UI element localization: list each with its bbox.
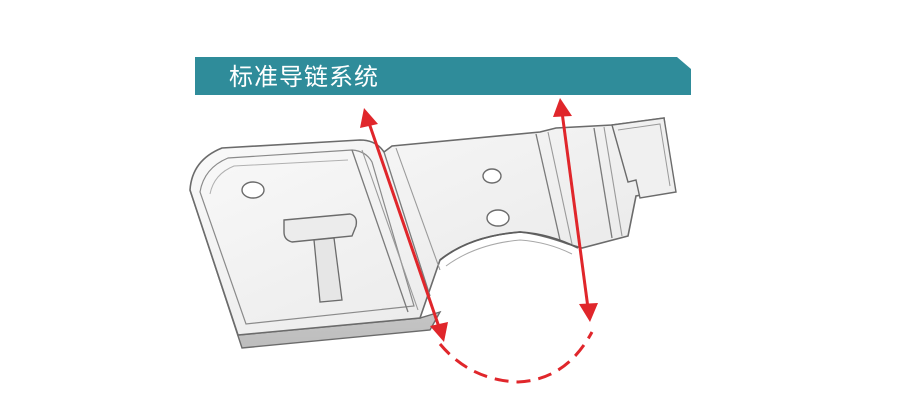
chain-path-arc — [438, 331, 594, 384]
guide-arrow-left — [360, 108, 448, 342]
banner-title: 标准导链系统 — [229, 63, 379, 91]
hole-center-bottom — [486, 209, 510, 227]
banner-shape — [195, 57, 691, 95]
title-banner: 标准导链系统 — [195, 57, 695, 97]
t-boss-stem — [313, 237, 343, 303]
rib-right-2 — [547, 131, 573, 245]
hole-center-top — [482, 168, 502, 184]
hole-left — [241, 181, 265, 199]
arc-cutout — [439, 231, 579, 261]
t-boss — [283, 213, 358, 243]
rib-left-1 — [351, 149, 409, 313]
guide-arrow-right — [553, 98, 598, 322]
rib-right-1 — [535, 133, 561, 241]
rib-left-3 — [383, 151, 431, 297]
rib-right-3 — [593, 127, 613, 239]
rib-left-2 — [361, 149, 419, 311]
rib-right-4 — [603, 126, 623, 237]
plate-right-tab — [611, 117, 677, 199]
rib-left-4 — [395, 147, 441, 271]
